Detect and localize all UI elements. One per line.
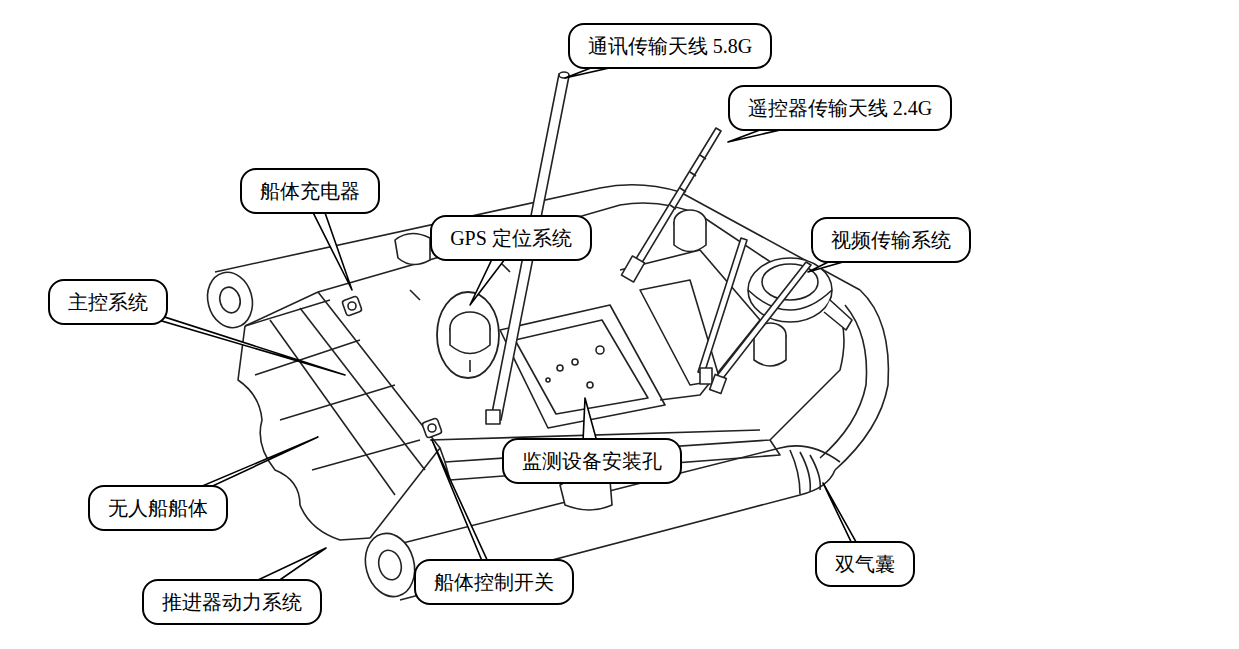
callout-text: GPS 定位系统 (450, 226, 572, 250)
callout-bubble: 视频传输系统 (811, 217, 971, 263)
callout-text: 推进器动力系统 (162, 590, 302, 614)
callout-bubble: 遥控器传输天线 2.4G (728, 85, 952, 131)
callout-text: 通讯传输天线 5.8G (588, 34, 752, 58)
callout-bubble: GPS 定位系统 (430, 215, 592, 261)
callout-bubble: 推进器动力系统 (142, 579, 322, 625)
callout-text: 船体充电器 (260, 179, 360, 203)
callout-bubble: 主控系统 (48, 279, 168, 325)
callout-bubble: 双气囊 (815, 541, 915, 587)
callout-bubble: 通讯传输天线 5.8G (568, 23, 772, 69)
callout-bubble: 监测设备安装孔 (502, 438, 682, 484)
callout-text: 视频传输系统 (831, 228, 951, 252)
callout-text: 监测设备安装孔 (522, 449, 662, 473)
callout-text: 遥控器传输天线 2.4G (748, 96, 932, 120)
callout-bubble: 船体控制开关 (414, 559, 574, 605)
callout-text: 船体控制开关 (434, 570, 554, 594)
callout-text: 无人船船体 (108, 496, 208, 520)
callout-bubble: 无人船船体 (88, 485, 228, 531)
callout-text: 主控系统 (68, 290, 148, 314)
callout-text: 双气囊 (835, 552, 895, 576)
callout-bubble: 船体充电器 (240, 168, 380, 214)
